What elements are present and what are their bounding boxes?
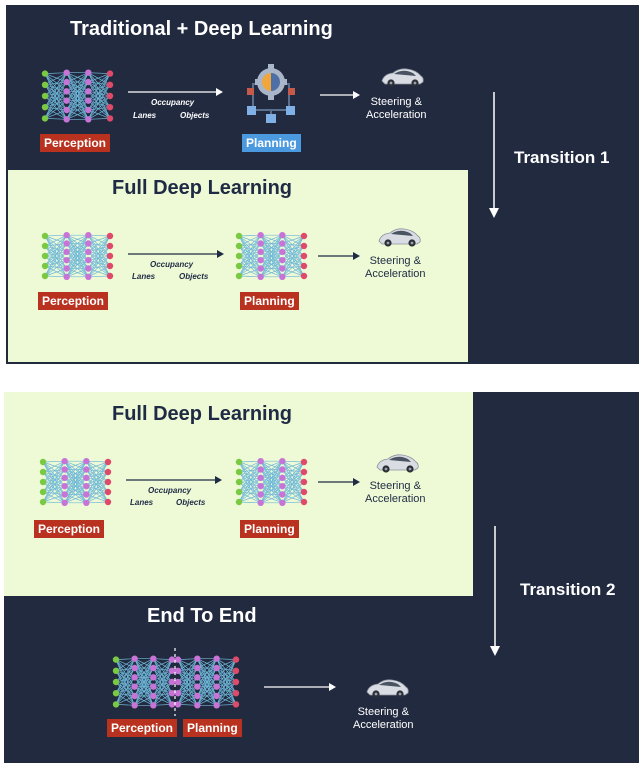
arrow-perception-to-planning [126,476,222,484]
occupancy-label: Occupancy [148,486,192,495]
planning-tag: Planning [240,292,299,310]
neural-network-icon [41,69,114,123]
planning-tag: Planning [242,134,301,152]
steering-acceleration-label: Steering & Acceleration [365,255,426,281]
steering-acceleration-label: Steering & Acceleration [366,96,427,122]
perception-tag: Perception [40,134,111,152]
output-line-1: Steering & [357,706,409,718]
steering-acceleration-label: Steering & Acceleration [365,480,426,506]
car-icon [376,454,419,473]
objects-label: Objects [176,498,206,507]
full-deep-learning-title: Full Deep Learning [112,177,293,199]
lanes-label: Lanes [132,272,156,281]
arrow-perception-to-planning [128,250,224,258]
arrow-planning-to-output [318,252,360,260]
arrow-network-to-output [264,683,336,691]
transition-1-arrow [489,92,499,218]
gear-brain-planner-icon [247,64,295,123]
end-to-end-network-icon [112,648,240,716]
traditional-deep-learning-title: Traditional + Deep Learning [70,18,333,40]
arrow-perception-to-planning [128,88,223,96]
transition-2-label: Transition 2 [520,580,616,599]
transition-1-label: Transition 1 [514,148,610,167]
neural-network-icon [39,457,112,507]
objects-label: Objects [179,272,209,281]
car-icon [366,679,409,698]
objects-label: Objects [180,111,210,120]
lanes-label: Lanes [133,111,157,120]
output-line-2: Acceleration [365,268,426,280]
perception-tag: Perception [107,719,178,737]
planning-tag: Planning [240,520,299,538]
occupancy-label: Occupancy [151,98,195,107]
perception-tag: Perception [34,520,105,538]
car-icon [381,68,424,87]
output-line-1: Steering & [369,255,421,267]
occupancy-label: Occupancy [150,260,194,269]
full-deep-learning-title: Full Deep Learning [112,403,293,425]
output-line-2: Acceleration [353,719,414,731]
perception-tag: Perception [38,292,109,310]
arrow-planning-to-output [320,91,360,99]
neural-network-icon [41,231,114,281]
arrow-planning-to-output [318,478,360,486]
neural-network-icon [235,231,308,281]
transition-2-arrow [490,526,500,656]
car-icon [378,228,421,247]
output-line-1: Steering & [370,96,422,108]
steering-acceleration-label: Steering & Acceleration [353,706,414,732]
planning-tag: Planning [183,719,242,737]
neural-network-icon [235,457,308,507]
output-line-1: Steering & [369,480,421,492]
output-line-2: Acceleration [366,109,427,121]
output-line-2: Acceleration [365,493,426,505]
end-to-end-title: End To End [147,605,257,627]
lanes-label: Lanes [130,498,154,507]
